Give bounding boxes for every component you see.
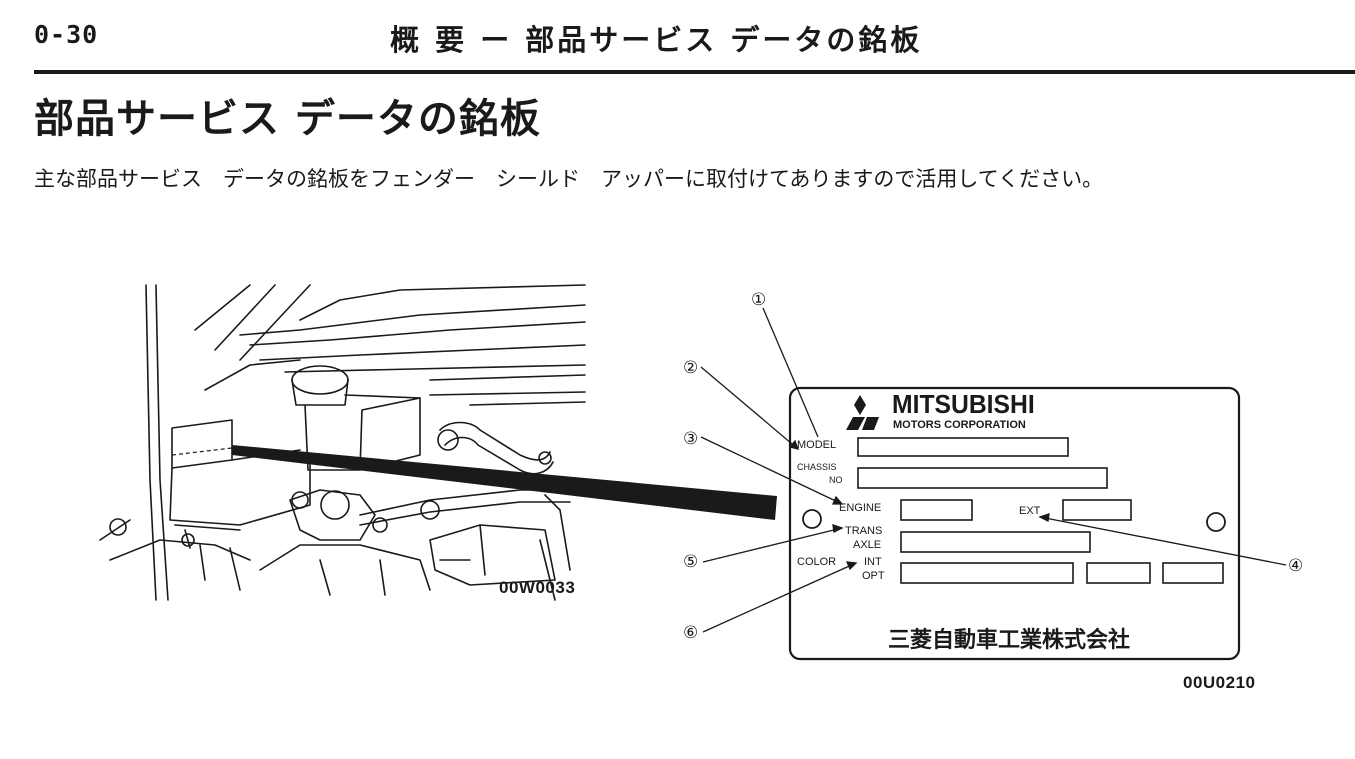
figure-code-left: 00W0033 — [499, 578, 576, 597]
mount-hole-left — [802, 509, 822, 529]
color-box-2 — [1086, 562, 1151, 584]
plate-brand: MITSUBISHI — [892, 389, 1035, 419]
mount-hole-right — [1206, 512, 1226, 532]
label-chassis-no: NO — [829, 475, 843, 485]
section-title: 部品サービス データの銘板 — [34, 96, 541, 142]
label-ext: EXT — [1019, 505, 1041, 517]
callout-5: ⑤ — [683, 552, 699, 572]
label-color: COLOR — [797, 556, 837, 568]
header-rule — [34, 70, 1355, 74]
engine-box — [900, 499, 973, 521]
plate-company-en: MOTORS CORPORATION — [893, 419, 1026, 431]
callout-1: ① — [751, 290, 767, 310]
ext-box — [1062, 499, 1132, 521]
intro-text: 主な部品サービス データの銘板をフェンダー シールド アッパーに取付けてあります… — [34, 167, 1104, 191]
callout-3: ③ — [683, 429, 699, 449]
color-box-3 — [1162, 562, 1224, 584]
callout-2: ② — [683, 358, 699, 378]
label-trans: TRANS — [845, 525, 883, 537]
label-int: INT — [864, 556, 882, 568]
page-number: 0-30 — [34, 20, 99, 49]
callout-6: ⑥ — [683, 623, 699, 643]
callout-4: ④ — [1288, 556, 1304, 576]
label-axle: AXLE — [853, 539, 882, 551]
chassis-box — [857, 467, 1108, 489]
label-opt: OPT — [862, 570, 885, 582]
model-box — [857, 437, 1069, 457]
int-opt-box — [900, 562, 1074, 584]
figure-code-right: 00U0210 — [1183, 673, 1256, 692]
label-engine: ENGINE — [839, 502, 882, 514]
running-title: 概 要 ー 部品サービス データの銘板 — [390, 23, 923, 57]
three-diamonds-logo-icon — [846, 395, 879, 430]
label-model: MODEL — [797, 439, 837, 451]
trans-axle-box — [900, 531, 1091, 553]
plate-company-jp: 三菱自動車工業株式会社 — [888, 628, 1131, 653]
label-chassis: CHASSIS — [797, 462, 837, 472]
